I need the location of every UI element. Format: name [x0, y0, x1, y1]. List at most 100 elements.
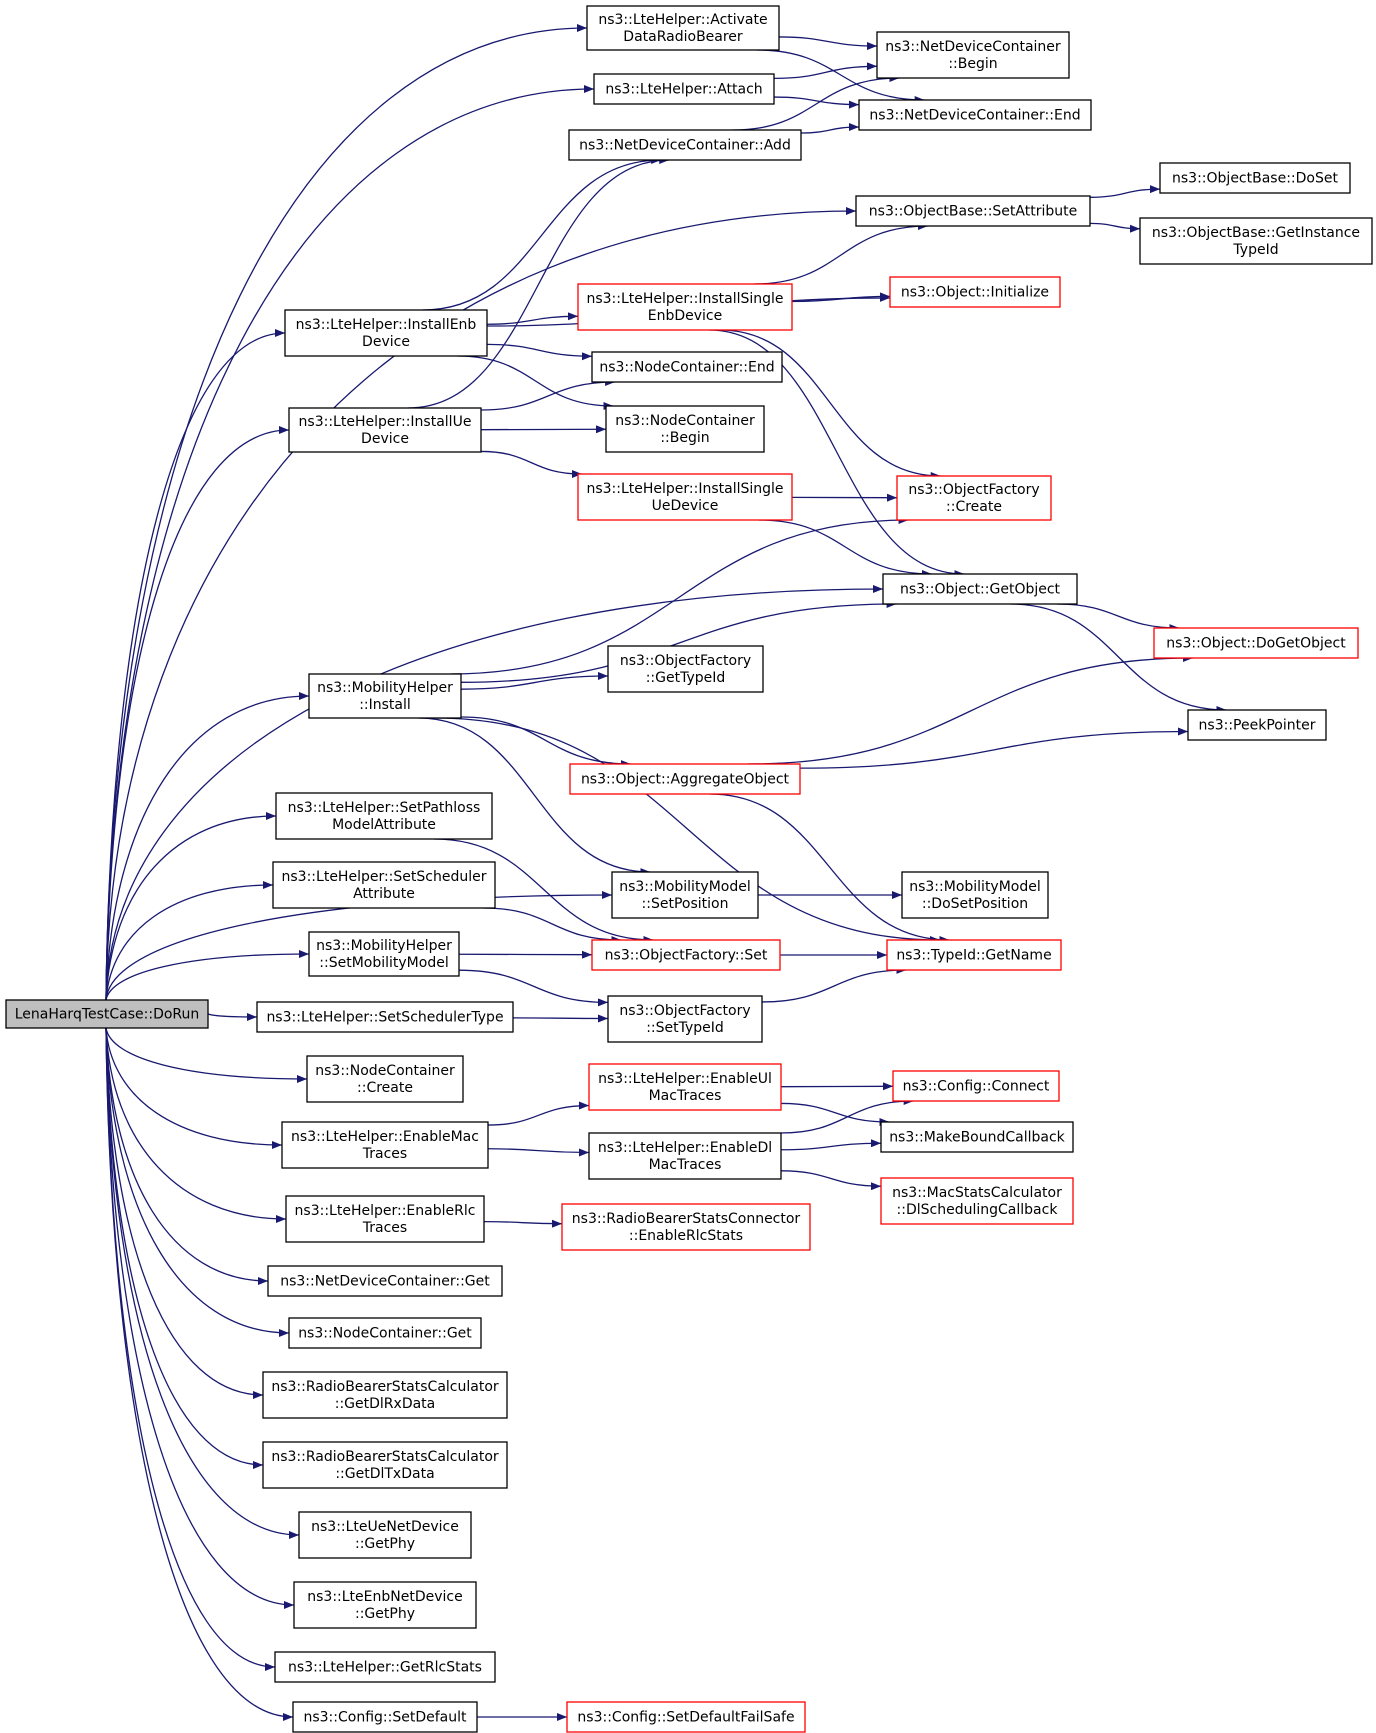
- call-edge-root-to-activate: [105, 24, 588, 1001]
- node-label: Traces: [362, 1220, 407, 1236]
- node-nc_get[interactable]: ns3::NodeContainer::Get: [288, 1317, 482, 1349]
- node-label: ns3::LteHelper::EnableMac: [291, 1129, 479, 1145]
- call-edge-installue-to-nc_end: [480, 378, 616, 411]
- node-mh_install[interactable]: ns3::MobilityHelper::Install: [308, 673, 462, 719]
- call-edge-activate-to-ndc_end: [756, 49, 925, 104]
- node-label: ns3::LteUeNetDevice: [311, 1519, 459, 1535]
- node-label: MacTraces: [649, 1088, 722, 1104]
- node-label: TypeId: [1232, 242, 1278, 258]
- node-ue_getphy[interactable]: ns3::LteUeNetDevice::GetPhy: [298, 1511, 472, 1559]
- call-edge-installsingleenb-to-obj_getobject: [709, 329, 965, 578]
- node-label: ns3::LteHelper::InstallUe: [299, 414, 472, 430]
- node-box: [591, 351, 783, 383]
- node-nc_begin[interactable]: ns3::NodeContainer::Begin: [605, 405, 765, 453]
- node-setpathloss[interactable]: ns3::LteHelper::SetPathlossModelAttribut…: [275, 792, 493, 840]
- node-box: [293, 1581, 477, 1629]
- node-nc_end[interactable]: ns3::NodeContainer::End: [591, 351, 783, 383]
- node-root[interactable]: LenaHarqTestCase::DoRun: [5, 999, 209, 1029]
- node-rbsc_rx[interactable]: ns3::RadioBearerStatsCalculator::GetDlRx…: [262, 1371, 508, 1419]
- node-box: [1139, 217, 1373, 265]
- node-label: DataRadioBearer: [623, 29, 743, 45]
- node-box: [298, 1511, 472, 1559]
- call-edge-obj_getobject-to-obj_dogetobject: [1056, 603, 1180, 632]
- node-label: ns3::LteHelper::InstallEnb: [296, 317, 477, 333]
- node-of_settypeid[interactable]: ns3::ObjectFactory::SetTypeId: [607, 995, 763, 1043]
- node-label: ::GetPhy: [355, 1536, 415, 1552]
- node-box: [1153, 627, 1359, 659]
- node-cfg_setdefaultfs[interactable]: ns3::Config::SetDefaultFailSafe: [566, 1701, 806, 1733]
- node-mm_dosetpos[interactable]: ns3::MobilityModel::DoSetPosition: [901, 871, 1049, 919]
- node-rbsc_enable[interactable]: ns3::RadioBearerStatsConnector::EnableRl…: [561, 1203, 811, 1251]
- node-box: [288, 407, 482, 453]
- node-label: ns3::LteEnbNetDevice: [307, 1589, 462, 1605]
- node-label: LenaHarqTestCase::DoRun: [15, 1007, 200, 1023]
- node-ob_setattr[interactable]: ns3::ObjectBase::SetAttribute: [855, 195, 1091, 227]
- node-label: ::Begin: [948, 56, 997, 72]
- node-typeid_getname[interactable]: ns3::TypeId::GetName: [886, 939, 1062, 971]
- node-enb_getphy[interactable]: ns3::LteEnbNetDevice::GetPhy: [293, 1581, 477, 1629]
- call-edge-root-to-installenb: [105, 329, 286, 1001]
- node-obj_init[interactable]: ns3::Object::Initialize: [889, 276, 1061, 308]
- call-edge-setscheduler-to-of_set: [483, 907, 622, 944]
- call-edge-setpathloss-to-of_set: [433, 838, 654, 944]
- node-attach[interactable]: ns3::LteHelper::Attach: [593, 73, 775, 105]
- call-edge-root-to-enb_getphy: [105, 1027, 295, 1609]
- node-label: ns3::RadioBearerStatsCalculator: [271, 1379, 499, 1395]
- node-label: ns3::Config::SetDefaultFailSafe: [577, 1710, 794, 1726]
- node-ndc_add[interactable]: ns3::NetDeviceContainer::Add: [568, 129, 802, 161]
- node-mm_setpos[interactable]: ns3::MobilityModel::SetPosition: [611, 871, 759, 919]
- node-setschedtype[interactable]: ns3::LteHelper::SetSchedulerType: [256, 1001, 514, 1033]
- node-ndc_begin[interactable]: ns3::NetDeviceContainer::Begin: [876, 31, 1070, 79]
- call-edge-root-to-ue_getphy: [105, 1027, 300, 1539]
- node-of_gettypeid[interactable]: ns3::ObjectFactory::GetTypeId: [607, 645, 764, 693]
- node-label: Attribute: [353, 886, 415, 902]
- node-box: [1187, 709, 1327, 741]
- node-of_create[interactable]: ns3::ObjectFactory::Create: [896, 475, 1052, 521]
- node-label: ::DlSchedulingCallback: [897, 1202, 1059, 1218]
- node-box: [607, 645, 764, 693]
- call-edge-root-to-getrlcstats: [105, 1027, 276, 1671]
- call-edge-root-to-mh_install: [105, 692, 310, 1001]
- node-cfg_connect[interactable]: ns3::Config::Connect: [892, 1070, 1060, 1102]
- call-edge-ob_setattr-to-ob_getinst: [1089, 222, 1141, 233]
- node-ndc_end[interactable]: ns3::NetDeviceContainer::End: [858, 99, 1092, 131]
- node-obj_getobject[interactable]: ns3::Object::GetObject: [882, 573, 1078, 605]
- node-ndc_get[interactable]: ns3::NetDeviceContainer::Get: [267, 1265, 503, 1297]
- node-box: [886, 939, 1062, 971]
- node-label: ::DoSetPosition: [922, 896, 1028, 912]
- node-obj_aggregate[interactable]: ns3::Object::AggregateObject: [569, 763, 801, 795]
- node-of_set[interactable]: ns3::ObjectFactory::Set: [591, 939, 781, 971]
- node-obj_dogetobject[interactable]: ns3::Object::DoGetObject: [1153, 627, 1359, 659]
- node-box: [896, 475, 1052, 521]
- node-box: [892, 1070, 1060, 1102]
- node-label: Traces: [362, 1146, 407, 1162]
- call-edge-root-to-enablerlc: [105, 1027, 287, 1223]
- node-label: ns3::Config::SetDefault: [303, 1710, 467, 1726]
- node-label: ns3::MacStatsCalculator: [892, 1185, 1062, 1201]
- node-box: [262, 1441, 508, 1489]
- node-getrlcstats[interactable]: ns3::LteHelper::GetRlcStats: [274, 1651, 496, 1683]
- node-label: ns3::Config::Connect: [903, 1079, 1050, 1095]
- call-edge-root-to-cfg_setdefault: [105, 1027, 294, 1721]
- node-cfg_setdefault[interactable]: ns3::Config::SetDefault: [292, 1701, 478, 1733]
- node-peekpointer[interactable]: ns3::PeekPointer: [1187, 709, 1327, 741]
- node-makebound[interactable]: ns3::MakeBoundCallback: [880, 1121, 1074, 1153]
- node-rbsc_tx[interactable]: ns3::RadioBearerStatsCalculator::GetDlTx…: [262, 1441, 508, 1489]
- node-mh_setmob[interactable]: ns3::MobilityHelper::SetMobilityModel: [308, 931, 460, 977]
- call-edge-obj_getobject-to-peekpointer: [1010, 603, 1227, 714]
- node-ob_doset[interactable]: ns3::ObjectBase::DoSet: [1159, 162, 1351, 194]
- node-nc_create[interactable]: ns3::NodeContainer::Create: [306, 1055, 464, 1103]
- node-box: [308, 673, 462, 719]
- node-macstats[interactable]: ns3::MacStatsCalculator::DlSchedulingCal…: [880, 1177, 1074, 1225]
